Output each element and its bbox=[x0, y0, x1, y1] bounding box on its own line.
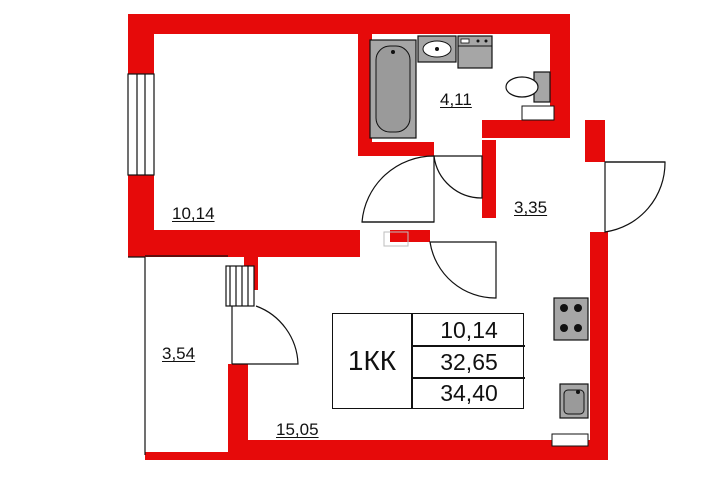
area-summary-box: 1КК 10,14 32,65 34,40 bbox=[332, 313, 525, 409]
wall-hall-divider bbox=[482, 140, 496, 218]
living-door-swing bbox=[361, 155, 435, 223]
wall-kitchen-bottom bbox=[228, 440, 608, 460]
washbasin bbox=[417, 35, 457, 63]
summary-divider-2 bbox=[413, 377, 525, 379]
total-area: 32,65 bbox=[440, 348, 498, 375]
wall-bathroom-left bbox=[358, 28, 372, 156]
wall-balcony-bottom bbox=[145, 452, 235, 460]
balcony-door bbox=[225, 265, 299, 365]
hall-area: 3,35 bbox=[514, 198, 548, 217]
kitchen-door-swing bbox=[429, 241, 497, 299]
wall-top bbox=[128, 14, 570, 34]
entrance-door-swing bbox=[604, 161, 666, 233]
wall-right-bathroom bbox=[550, 14, 570, 124]
living-area-total: 10,14 bbox=[440, 316, 498, 343]
wall-bathroom-bottom-right bbox=[482, 120, 570, 138]
wall-hall-right-top bbox=[585, 120, 605, 162]
bathroom-door-swing bbox=[433, 155, 483, 199]
toilet bbox=[505, 71, 551, 103]
kitchen-area: 15,05 bbox=[276, 420, 319, 439]
summary-divider-vertical bbox=[411, 314, 413, 408]
bathtub bbox=[369, 39, 417, 139]
doors bbox=[361, 155, 666, 299]
living-room-area: 10,14 bbox=[172, 204, 215, 223]
apartment-type-code: 1КК bbox=[347, 345, 397, 376]
stove bbox=[553, 297, 589, 341]
kitchen-vent bbox=[551, 433, 589, 447]
balcony-outline bbox=[128, 255, 228, 455]
living-window bbox=[127, 73, 155, 176]
summary-divider-1 bbox=[413, 345, 525, 347]
wall-mid-horizontal bbox=[390, 230, 430, 242]
wall-kitchen-left bbox=[228, 364, 248, 460]
wall-left-upper bbox=[128, 14, 154, 74]
total-area-with-balcony: 34,40 bbox=[440, 379, 498, 406]
bathroom-vent bbox=[521, 105, 555, 121]
bathroom-area: 4,11 bbox=[440, 90, 472, 109]
wall-bathroom-bottom bbox=[358, 142, 434, 156]
kitchen-sink bbox=[559, 383, 589, 419]
walls bbox=[128, 14, 608, 460]
wall-hall-right bbox=[590, 232, 608, 460]
column-mark bbox=[383, 231, 409, 247]
washing-machine bbox=[457, 35, 493, 69]
balcony-area: 3,54 bbox=[162, 344, 196, 363]
